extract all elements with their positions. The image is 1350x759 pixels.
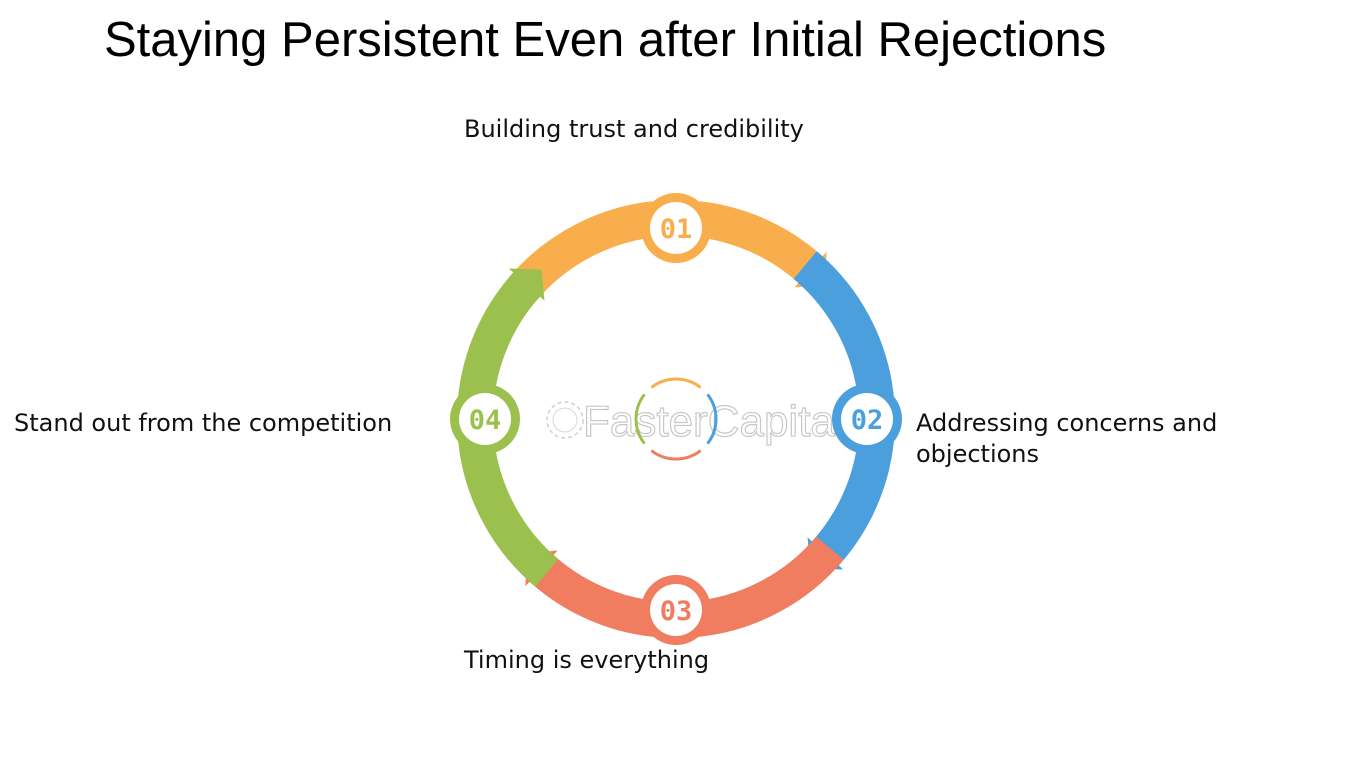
mini-ring-segment: [650, 377, 702, 389]
mini-ring-segment: [634, 393, 646, 445]
step-number: 02: [851, 405, 884, 436]
step-03-badge: 03: [641, 575, 711, 645]
step-02-badge: 02: [832, 384, 902, 454]
watermark-logo: FasterCapital: [546, 396, 845, 447]
step-number: 03: [660, 596, 693, 627]
step-02-label: Addressing concerns and objections: [916, 408, 1217, 470]
step-01-badge: 01: [641, 193, 711, 263]
step-01-label: Building trust and credibility: [464, 115, 804, 143]
step-04-badge: 04: [450, 384, 520, 454]
step-number: 04: [469, 405, 502, 436]
step-02-label-line1: Addressing concerns and: [916, 409, 1218, 437]
step-04-arrowhead: [508, 268, 545, 301]
step-04-label: Stand out from the competition: [14, 409, 393, 437]
page-title: Staying Persistent Even after Initial Re…: [104, 13, 1107, 67]
mini-ring-segment: [706, 393, 718, 445]
step-number: 01: [660, 214, 693, 245]
mini-ring-segment: [650, 449, 702, 461]
step-03-label: Timing is everything: [464, 646, 710, 674]
step-02-label-line2: objections: [916, 440, 1040, 468]
gear-icon: [546, 401, 584, 439]
